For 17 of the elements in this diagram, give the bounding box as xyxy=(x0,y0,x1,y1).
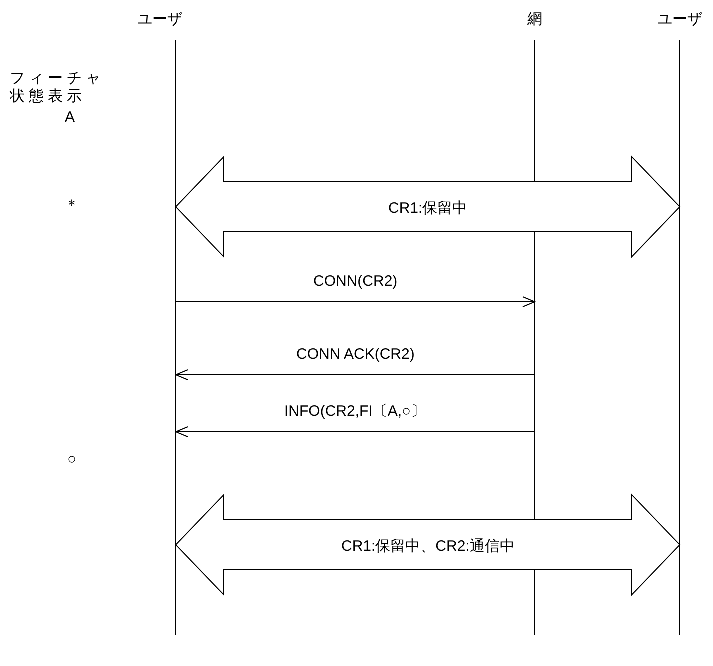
block-arrow xyxy=(175,156,681,258)
edge-label: CR1:保留中、CR2:通信中 xyxy=(342,538,515,556)
state-label: ＊ xyxy=(64,197,80,215)
message-arrow xyxy=(176,370,536,380)
state-label: A xyxy=(65,109,76,127)
edge-label: CR1:保留中 xyxy=(388,200,468,218)
edge-label: INFO(CR2,FI〔A,○〕 xyxy=(284,403,426,421)
state-label: ○ xyxy=(68,451,77,469)
participant-label: ユーザ xyxy=(658,11,702,29)
edge-label: CONN(CR2) xyxy=(314,273,398,291)
state-label: フィーチャ状態表示 xyxy=(10,70,106,106)
participant-label: ユーザ xyxy=(138,11,182,29)
edge-label: CONN ACK(CR2) xyxy=(296,346,415,364)
participant-label: 網 xyxy=(528,11,542,29)
block-arrow xyxy=(175,494,681,596)
message-arrow xyxy=(176,426,536,438)
message-arrow xyxy=(176,296,536,308)
